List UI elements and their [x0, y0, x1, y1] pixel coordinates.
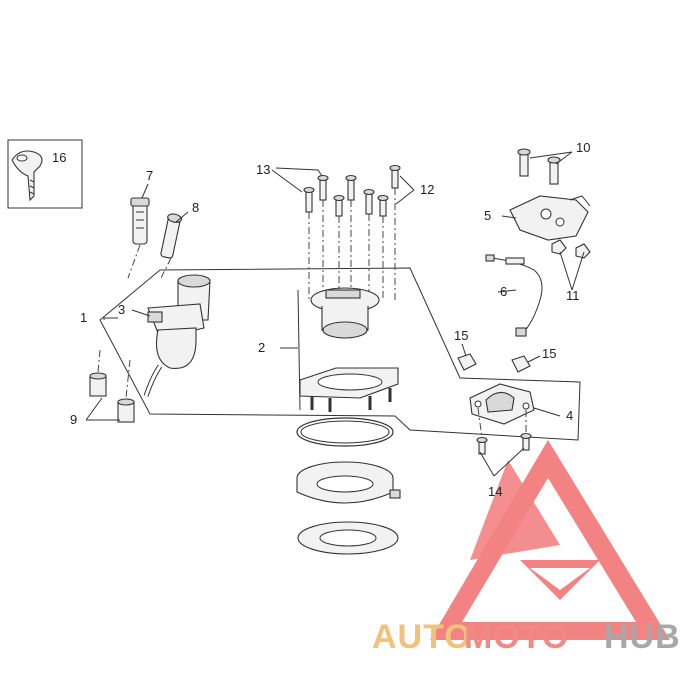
- callout-4: 4: [566, 408, 573, 423]
- callout-12: 12: [420, 182, 434, 197]
- tank-base-part: [296, 461, 401, 504]
- callout-5: 5: [484, 208, 491, 223]
- watermark-text: AUTO MOTO HUB: [372, 618, 681, 656]
- callout-3: 3: [118, 302, 125, 317]
- bolt-7-part: [130, 197, 150, 245]
- watermark-logo-icon: [430, 440, 670, 640]
- callout-1: 1: [80, 310, 87, 325]
- callout-labels: 16 7 8 13 12 10 5 1 3 2 6 11 15 15 4 9 1…: [52, 140, 590, 499]
- callout-8: 8: [192, 200, 199, 215]
- callout-15a: 15: [454, 328, 468, 343]
- cable-part: [485, 254, 543, 337]
- callout-16: 16: [52, 150, 66, 165]
- flange-ring-part: [299, 367, 399, 412]
- callout-10: 10: [576, 140, 590, 155]
- key-part: [7, 139, 83, 209]
- leader-lines: [85, 151, 585, 477]
- screws-12-13-part: [303, 164, 401, 300]
- callout-13: 13: [256, 162, 270, 177]
- clip-15-part: [457, 353, 531, 373]
- callout-14: 14: [488, 484, 502, 499]
- callout-6: 6: [500, 284, 507, 299]
- callout-7: 7: [146, 168, 153, 183]
- ignition-switch-part: [143, 274, 211, 397]
- svg-text:MOTO: MOTO: [464, 618, 569, 656]
- svg-text:HUB: HUB: [604, 618, 681, 656]
- callout-15b: 15: [542, 346, 556, 361]
- fuel-cap-part: [310, 287, 380, 339]
- screw-14-part: [476, 407, 532, 455]
- svg-text:AUTO: AUTO: [372, 618, 472, 656]
- callout-11: 11: [566, 288, 580, 303]
- assembly-outline: [99, 267, 581, 441]
- callout-9: 9: [70, 412, 77, 427]
- gasket-part: [296, 417, 394, 447]
- bush-9-part: [89, 372, 135, 423]
- bracket-4-part: [469, 383, 535, 425]
- callout-2: 2: [258, 340, 265, 355]
- lower-ring-part: [297, 521, 399, 555]
- control-unit-part: [509, 148, 591, 259]
